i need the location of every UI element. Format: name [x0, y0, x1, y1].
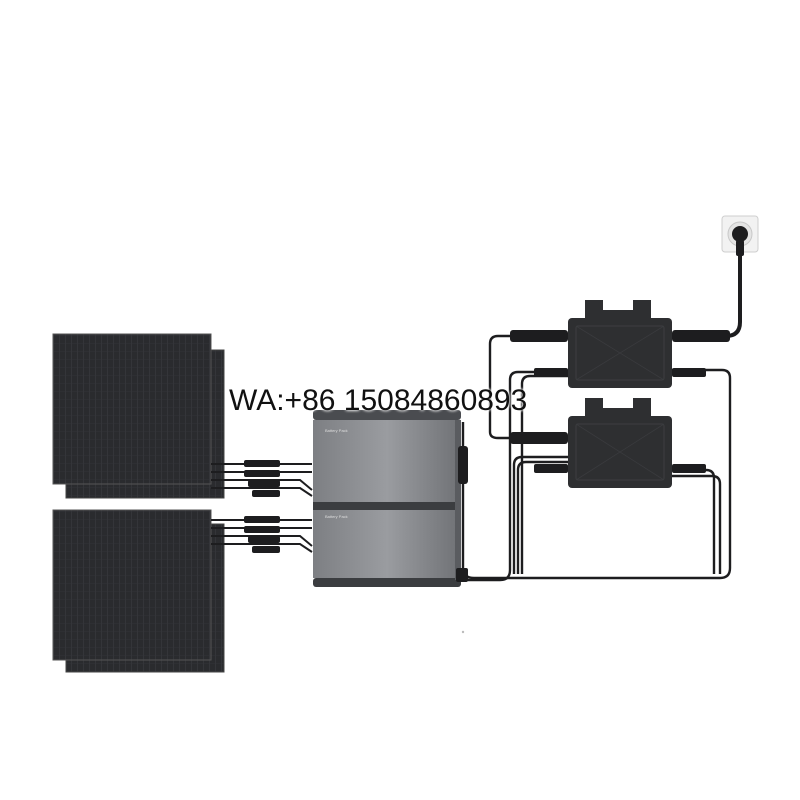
- speck: [461, 630, 465, 634]
- microinverter-icon: [510, 398, 706, 488]
- solar-panel-icon: [52, 333, 212, 485]
- microinverter-icon: [510, 300, 730, 388]
- battery-module-label: Battery Pack: [325, 514, 348, 519]
- solar-panel-group-top: [52, 333, 225, 499]
- battery-icon: Battery Pack Battery Pack: [313, 410, 461, 587]
- mc4-connector-icon: [244, 460, 280, 553]
- plug-icon: [732, 226, 748, 256]
- battery-module-label: Battery Pack: [325, 428, 348, 433]
- ac-cable: [700, 256, 742, 338]
- watermark-contact: WA:+86 15084860893: [229, 384, 528, 417]
- solar-panel-icon: [52, 509, 212, 661]
- cable-connector-icon: [458, 446, 468, 484]
- cable-connector-icon: [456, 568, 468, 582]
- solar-panel-group-bottom: [52, 509, 225, 673]
